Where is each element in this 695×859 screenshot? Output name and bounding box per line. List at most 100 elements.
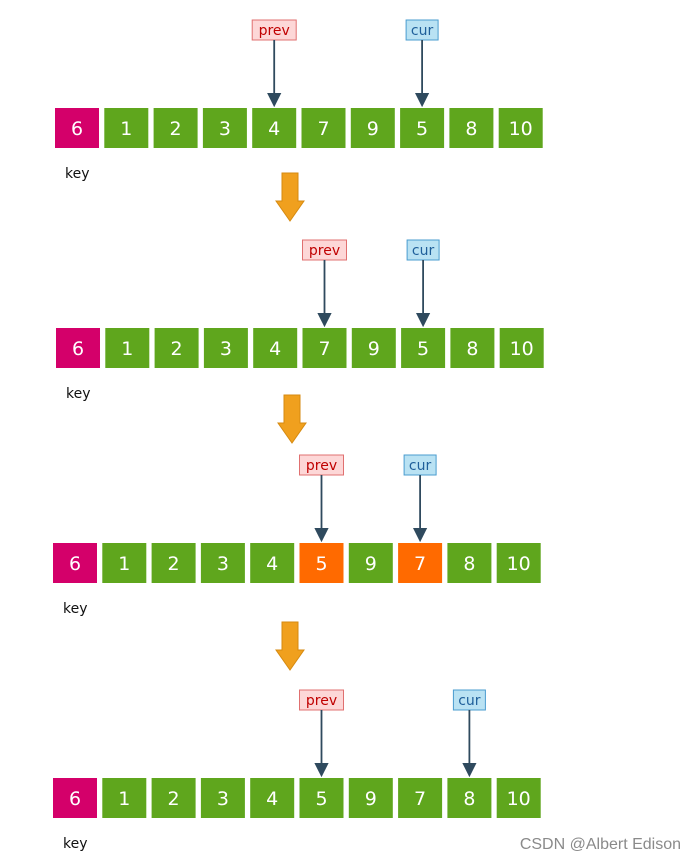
cell-value: 6 [72, 338, 84, 360]
cell-value: 8 [465, 118, 477, 140]
prev-pointer-label: prev [306, 693, 337, 709]
step-down-arrow-icon [275, 172, 305, 222]
cell-value: 1 [118, 788, 130, 810]
cell-value: 3 [217, 788, 229, 810]
array-cell [154, 328, 199, 368]
cell-value: 2 [168, 553, 180, 575]
array-cell [450, 328, 495, 368]
cell-value: 8 [466, 338, 478, 360]
array-cell [499, 328, 544, 368]
array-cell [398, 543, 443, 583]
cur-pointer-label: cur [411, 23, 434, 39]
array-cell [496, 778, 541, 818]
key-label: key [65, 166, 90, 182]
array-cell [401, 328, 446, 368]
cur-pointer-label: cur [458, 693, 481, 709]
array-cell [200, 543, 245, 583]
array-cell [203, 328, 248, 368]
array-cell [202, 108, 247, 148]
array-cell [498, 108, 543, 148]
cell-value: 3 [220, 338, 232, 360]
array-cell [496, 543, 541, 583]
cell-value: 3 [219, 118, 231, 140]
cell-value: 6 [69, 553, 81, 575]
watermark: CSDN @Albert Edison [519, 836, 681, 853]
array-cell [151, 543, 196, 583]
key-label: key [63, 601, 88, 617]
step-2: 6 1 2 3 4 7 9 5 8 10 key prev cur [56, 239, 544, 402]
array-cell [348, 778, 393, 818]
prev-pointer-label: prev [306, 458, 337, 474]
array-cell [350, 108, 395, 148]
array-cell [104, 108, 149, 148]
array-cell [447, 543, 492, 583]
cell-value: 7 [414, 553, 426, 575]
cell-value: 10 [510, 338, 534, 360]
prev-pointer-label: prev [309, 243, 340, 259]
key-cell [56, 328, 100, 368]
cell-value: 8 [463, 788, 475, 810]
array-cell [153, 108, 198, 148]
cell-value: 4 [268, 118, 280, 140]
cell-value: 4 [269, 338, 281, 360]
array-cell [398, 778, 443, 818]
cell-value: 3 [217, 553, 229, 575]
array-cell [299, 778, 344, 818]
cell-value: 5 [417, 338, 429, 360]
cell-value: 9 [368, 338, 380, 360]
array-cell [102, 543, 147, 583]
cur-pointer-label: cur [412, 243, 435, 259]
cell-value: 5 [315, 788, 327, 810]
step-4: 6 1 2 3 4 5 9 7 8 10 key prev cur [53, 689, 541, 852]
cell-value: 7 [317, 118, 329, 140]
array-cell [447, 778, 492, 818]
cell-value: 10 [507, 553, 531, 575]
step-1: 6 1 2 3 4 7 9 5 8 10 key prev cur [55, 19, 543, 182]
step-3: 6 1 2 3 4 5 9 7 8 10 key prev cur [53, 454, 541, 617]
cell-value: 4 [266, 788, 278, 810]
key-cell [53, 543, 97, 583]
array-cell [151, 778, 196, 818]
array-cell [299, 543, 344, 583]
cell-value: 9 [365, 788, 377, 810]
cell-value: 7 [414, 788, 426, 810]
array-cell [250, 778, 295, 818]
array-cell [348, 543, 393, 583]
step-down-arrow-icon [277, 394, 307, 444]
prev-pointer-label: prev [259, 23, 290, 39]
cur-pointer-label: cur [409, 458, 432, 474]
cell-value: 5 [315, 553, 327, 575]
cell-value: 6 [69, 788, 81, 810]
cell-value: 10 [509, 118, 533, 140]
key-cell [53, 778, 97, 818]
key-label: key [66, 386, 91, 402]
array-cell [253, 328, 298, 368]
cell-value: 5 [416, 118, 428, 140]
array-cell [200, 778, 245, 818]
cell-value: 2 [171, 338, 183, 360]
array-cell [252, 108, 297, 148]
cell-value: 2 [170, 118, 182, 140]
cell-value: 8 [463, 553, 475, 575]
key-label: key [63, 836, 88, 852]
key-cell [55, 108, 99, 148]
array-cell [102, 778, 147, 818]
cell-value: 6 [71, 118, 83, 140]
cell-value: 9 [367, 118, 379, 140]
cell-value: 9 [365, 553, 377, 575]
array-cell [250, 543, 295, 583]
array-cell [400, 108, 445, 148]
cell-value: 10 [507, 788, 531, 810]
step-down-arrow-icon [275, 621, 305, 671]
cell-value: 1 [120, 118, 132, 140]
cell-value: 7 [318, 338, 330, 360]
cell-value: 2 [168, 788, 180, 810]
cell-value: 4 [266, 553, 278, 575]
cell-value: 1 [121, 338, 133, 360]
array-cell [449, 108, 494, 148]
array-cell [302, 328, 347, 368]
array-cell [105, 328, 150, 368]
array-cell [351, 328, 396, 368]
cell-value: 1 [118, 553, 130, 575]
